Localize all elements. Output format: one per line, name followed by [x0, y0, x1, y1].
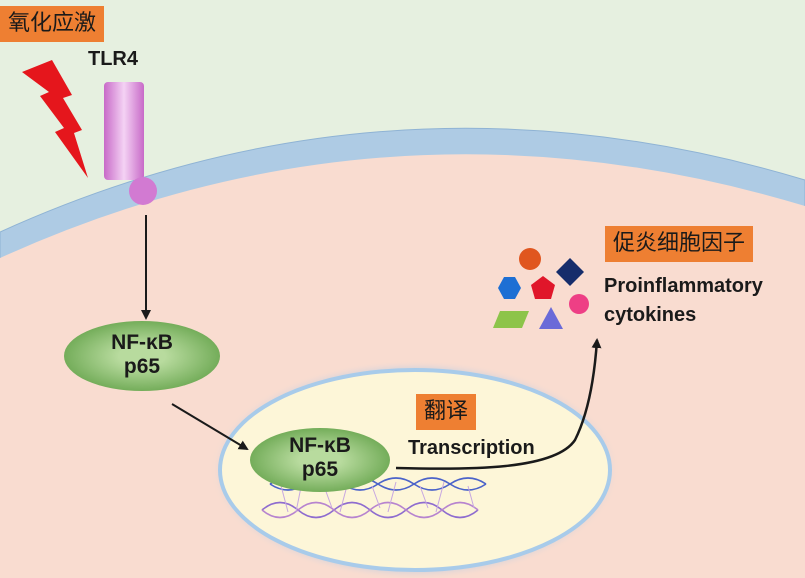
arrow-nfkb-to-nucleus [171, 403, 249, 451]
cytokines-label-line2: cytokines [604, 304, 697, 326]
oxidative-stress-label: 氧化应激 [0, 6, 105, 42]
tlr4-label: TLR4 [88, 48, 138, 70]
nfkb-cytoplasm-label: NF-κB p65 [92, 331, 192, 379]
nfkb-nucleus-name: NF-κB [289, 434, 351, 457]
cytokines-label-line1: Proinflammatory [604, 275, 763, 297]
arrow-transcription-to-cytokines [395, 338, 602, 470]
cytokines-label: Proinflammatory cytokines [604, 272, 763, 330]
lightning-icon [22, 60, 88, 178]
cytokines-icon [493, 248, 589, 329]
cytokine-orange-circle [519, 248, 541, 270]
tlr4-receptor [104, 82, 157, 205]
transcription-label: Transcription [408, 437, 535, 459]
nfkb-nucleus-label: NF-κB p65 [272, 434, 368, 482]
cytokine-navy-diamond [556, 258, 584, 286]
cytokine-green-parallelogram [493, 311, 529, 328]
cytokine-pink-circle [569, 294, 589, 314]
nfkb-cytoplasm-subunit: p65 [123, 355, 161, 378]
cytokine-blue-hexagon [498, 277, 521, 299]
cytokine-red-pentagon [531, 276, 555, 299]
translation-label: 翻译 [416, 394, 477, 430]
nucleus [218, 368, 612, 572]
nfkb-nucleus-subunit: p65 [301, 458, 339, 481]
nfkb-cytoplasm-ellipse [64, 321, 220, 391]
nfkb-cytoplasm-name: NF-κB [111, 331, 173, 354]
nfkb-nucleus-ellipse [250, 428, 390, 492]
cytokines-cn-label: 促炎细胞因子 [605, 226, 754, 262]
cytokine-purple-triangle [539, 307, 563, 329]
